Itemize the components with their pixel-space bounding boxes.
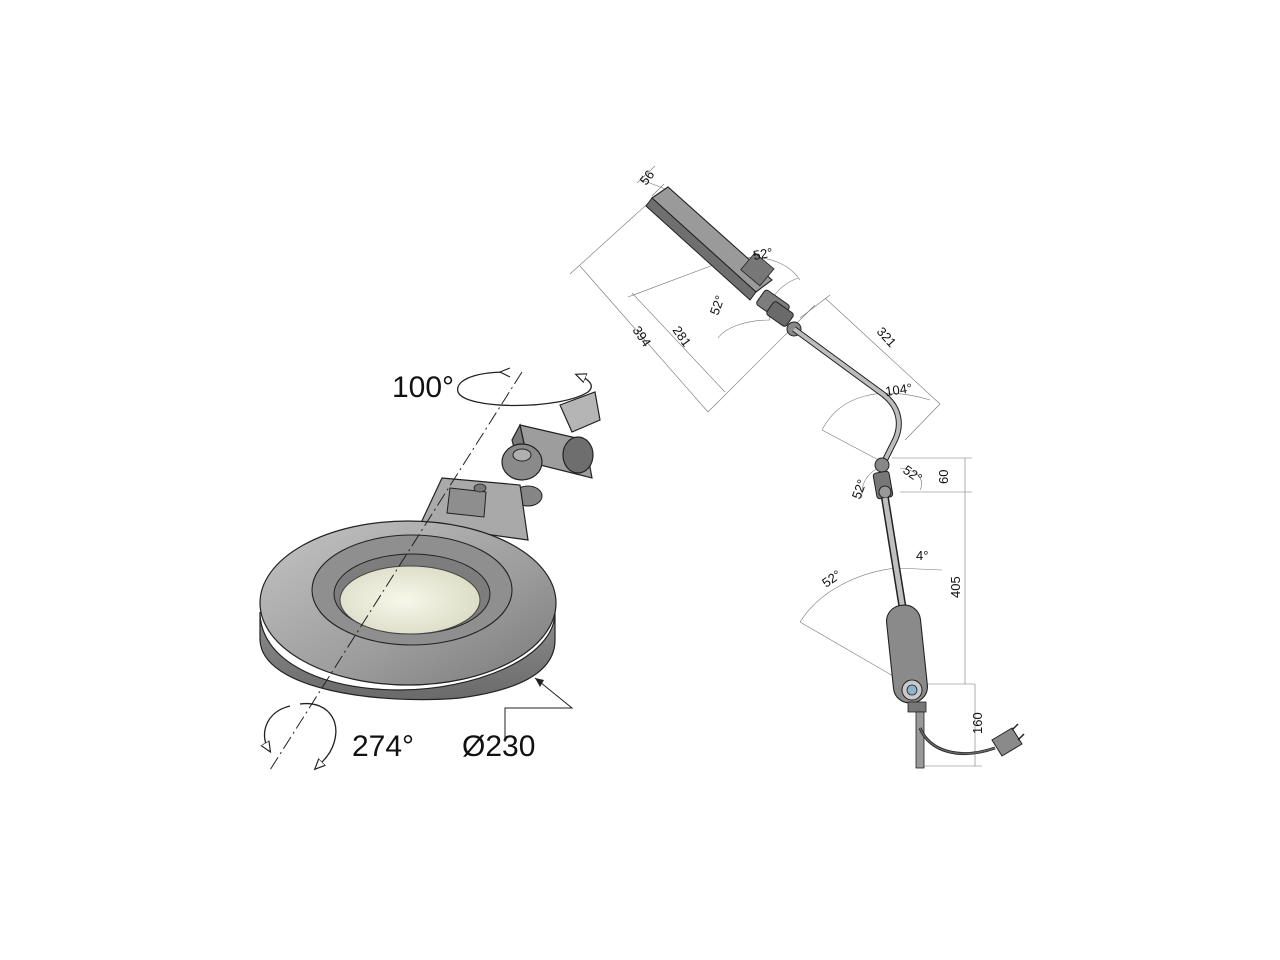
dim-lower-angle: 52°	[819, 567, 844, 591]
lower-arm	[881, 497, 907, 611]
rotation-top-label: 100°	[392, 371, 454, 404]
arm-drawing: 56 52° 52° 394 281 321 104° 52° 52° 60 5…	[569, 165, 1025, 769]
middle-joint	[872, 457, 894, 500]
base-housing	[886, 604, 928, 769]
rotation-bottom-label: 274°	[352, 730, 414, 763]
dim-head-angle: 52°	[752, 245, 774, 263]
dim-head-tilt: 52°	[707, 293, 728, 317]
diameter-leader	[504, 677, 574, 742]
power-cable	[918, 723, 1025, 757]
dim-base-height: 160	[970, 712, 985, 734]
dim-lower-arm: 405	[948, 576, 963, 598]
magnifier-drawing: 100° 274° Ø230	[259, 367, 601, 770]
head-joint	[756, 289, 802, 337]
lamp-head	[645, 186, 775, 301]
arm-stub	[559, 391, 601, 433]
dim-reach-inner: 281	[670, 323, 695, 349]
dim-lower-tilt: 4°	[916, 548, 928, 563]
rotation-top-arrow	[457, 367, 592, 407]
dim-joint-height: 60	[936, 470, 951, 484]
upper-arm	[792, 326, 902, 464]
rotation-bottom-arrow	[264, 702, 337, 766]
ring-side	[259, 611, 556, 701]
lens	[339, 565, 481, 635]
dim-joint-angle-left: 52°	[849, 477, 870, 501]
dim-elbow-angle: 104°	[884, 380, 913, 399]
diameter-label: Ø230	[462, 730, 535, 763]
